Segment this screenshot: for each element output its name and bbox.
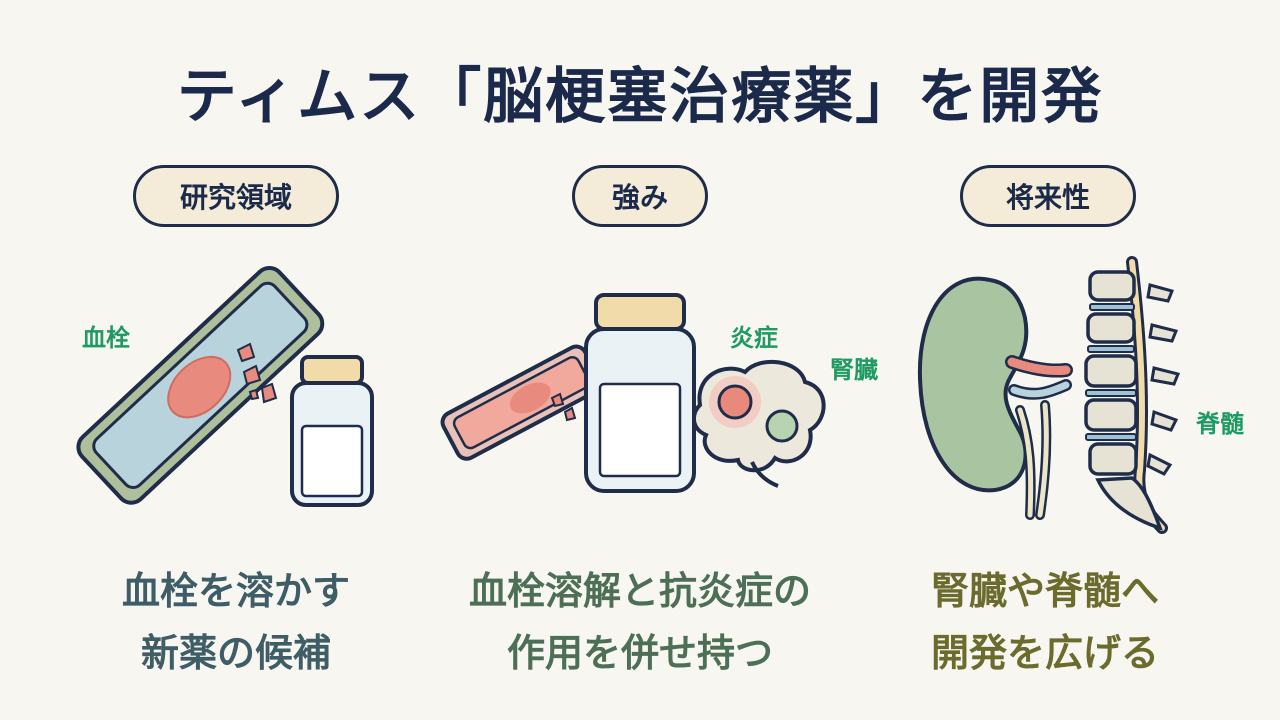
spine-illustration — [1084, 256, 1181, 534]
heading-label: 研究領域 — [179, 181, 292, 214]
caption-line: 作用を併せ持つ — [506, 631, 773, 675]
caption-line: 血栓を溶かす — [121, 569, 350, 613]
heading-future: 将来性 — [960, 165, 1136, 227]
caption-line: 血栓溶解と抗炎症の — [468, 569, 811, 613]
caption-line: 腎臓や脊髄へ — [930, 569, 1159, 613]
caption-research-area: 血栓を溶かす 新薬の候補 — [36, 560, 436, 684]
medicine-vial-small-illustration — [290, 355, 374, 507]
caption-line: 新薬の候補 — [140, 631, 331, 675]
brain-inflammation-illustration — [692, 359, 826, 488]
heading-research-area: 研究領域 — [133, 165, 339, 227]
heading-strength: 強み — [572, 165, 708, 227]
label-inflammation: 炎症 — [730, 324, 778, 352]
page-title: ティムス「脳梗塞治療薬」を開発 — [176, 62, 1104, 132]
heading-label: 将来性 — [1005, 181, 1090, 214]
kidney-illustration — [917, 276, 1073, 520]
caption-line: 開発を広げる — [930, 631, 1159, 675]
medicine-vial-large-illustration — [584, 293, 696, 493]
vessel-with-clot-illustration — [76, 266, 325, 505]
vessel-small-illustration — [440, 344, 603, 461]
label-kidney: 腎臓 — [830, 356, 878, 384]
label-spinal-cord: 脊髄 — [1196, 410, 1244, 438]
label-thrombus: 血栓 — [82, 324, 130, 352]
heading-label: 強み — [611, 181, 668, 214]
caption-strength: 血栓溶解と抗炎症の 作用を併せ持つ — [440, 560, 840, 684]
caption-future: 腎臓や脊髄へ 開発を広げる — [845, 560, 1245, 684]
